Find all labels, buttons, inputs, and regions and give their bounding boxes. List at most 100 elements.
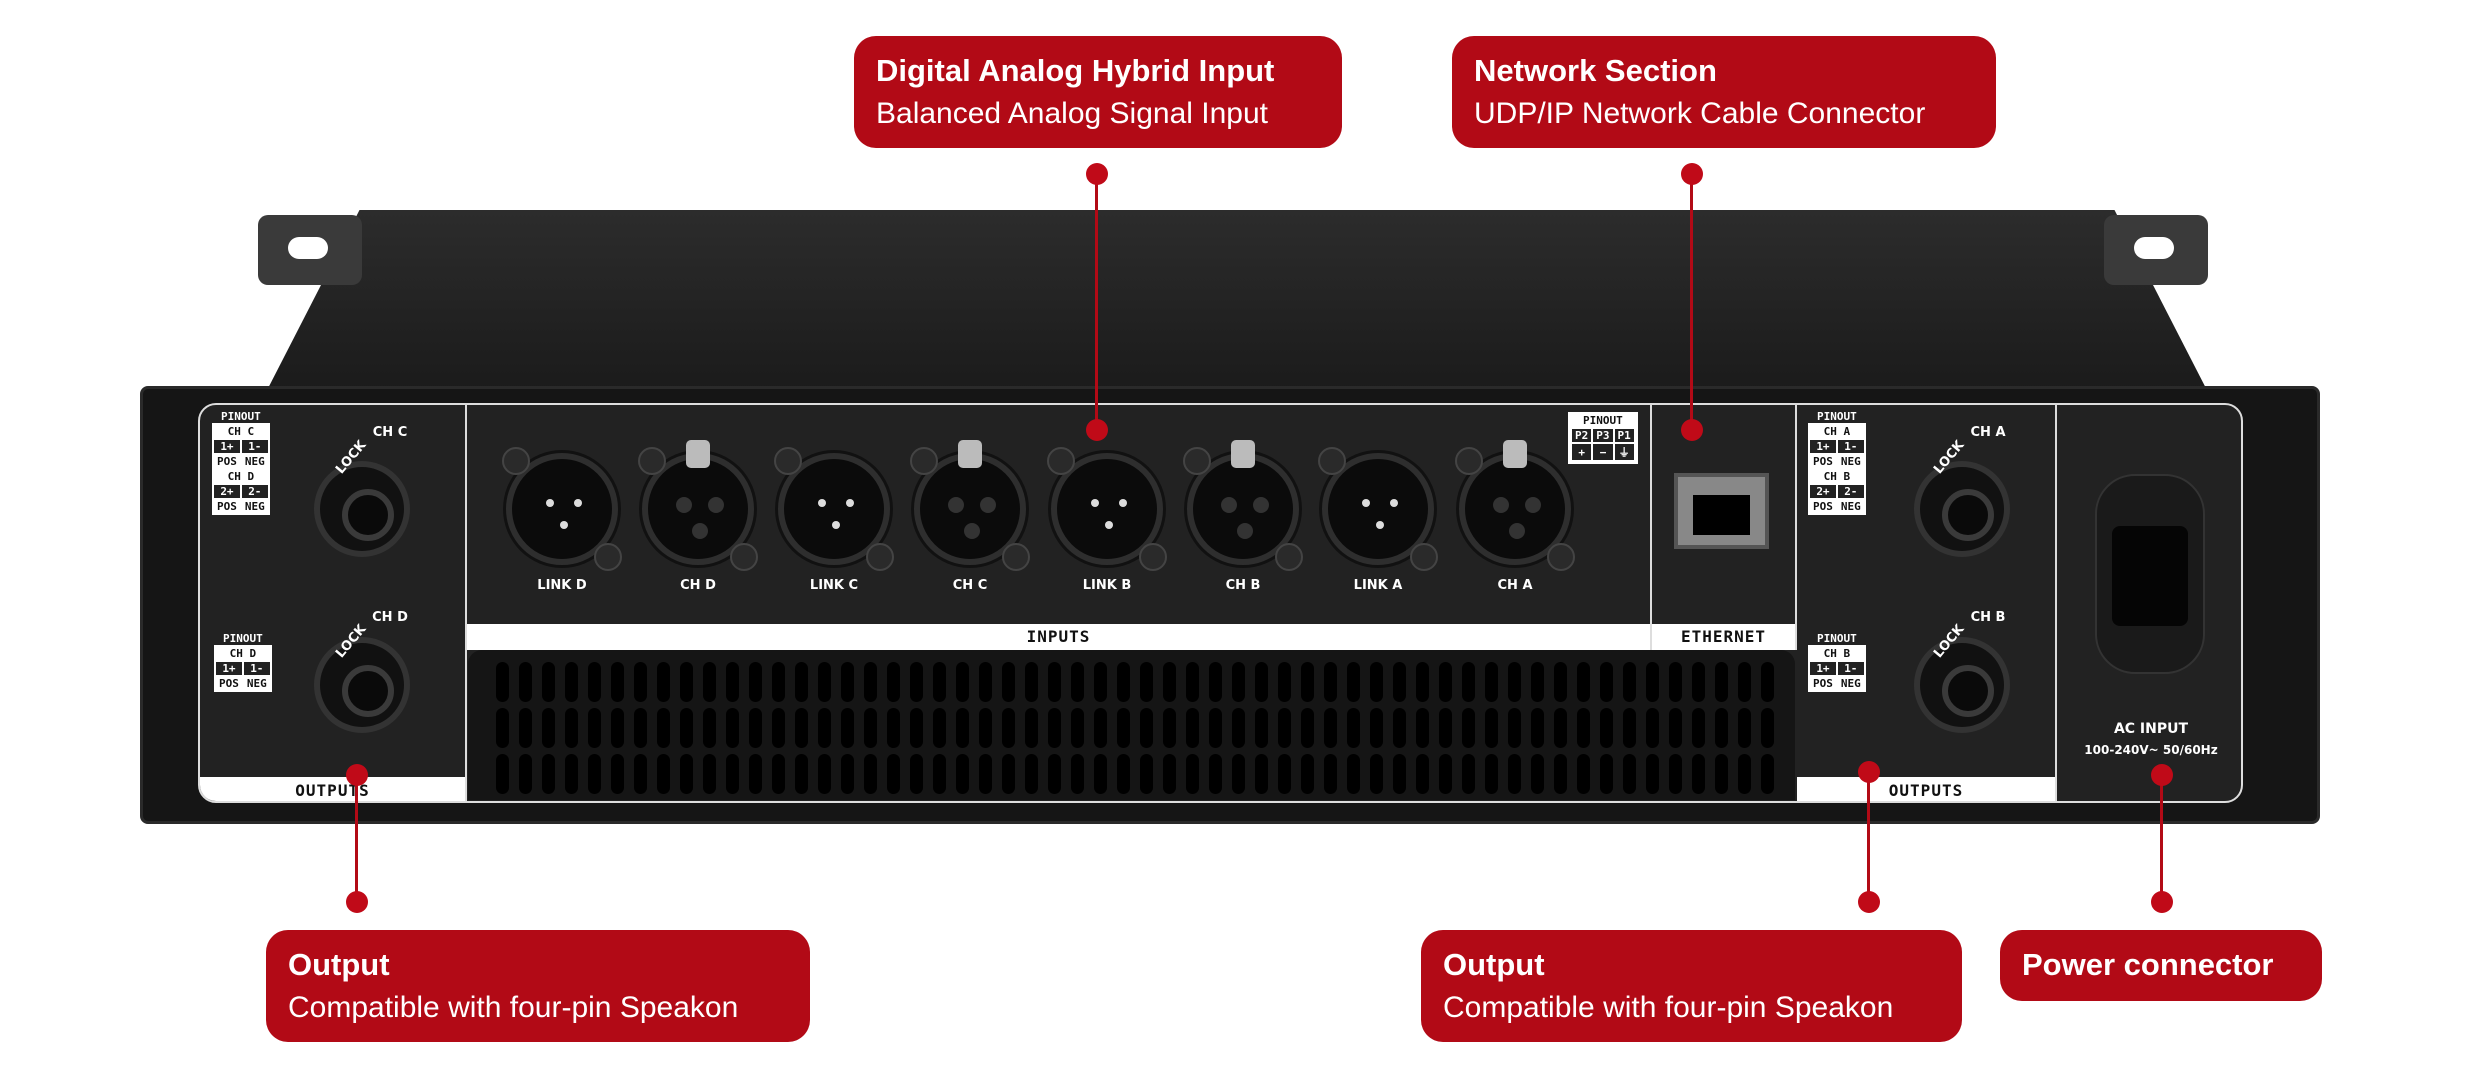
vent-slot [956, 754, 969, 794]
vent-slot [519, 662, 532, 702]
leader-line [1867, 772, 1870, 902]
vent-slot [1140, 754, 1153, 794]
vent-slot [1370, 708, 1383, 748]
vent-slot [634, 708, 647, 748]
vent-slot [1071, 662, 1084, 702]
vent-slot [1002, 662, 1015, 702]
pin-ch: CH D [212, 468, 270, 485]
pin-cell: NEG [1835, 453, 1866, 470]
callout-output-left: Output Compatible with four-pin Speakon [266, 930, 810, 1043]
vent-slot [1186, 662, 1199, 702]
vent-slot [1393, 662, 1406, 702]
latch-button[interactable] [1231, 440, 1255, 468]
xlr-pin [1091, 499, 1099, 507]
callout-network: Network Section UDP/IP Network Cable Con… [1452, 36, 1996, 149]
inputs-section: INPUTS [467, 405, 1652, 650]
vent-slot [519, 708, 532, 748]
pin-cell: 1+ [212, 438, 242, 455]
vent-slot [1646, 708, 1659, 748]
latch-button[interactable] [958, 440, 982, 468]
vent-slot [1738, 708, 1751, 748]
vent-slot [1324, 662, 1337, 702]
vent-slot [1209, 662, 1222, 702]
speakon-label: CH D [372, 610, 408, 625]
callout-output-right: Output Compatible with four-pin Speakon [1421, 930, 1962, 1043]
pin-cell: 1- [239, 438, 270, 455]
vent-slot [1761, 708, 1774, 748]
screw-icon [1547, 543, 1575, 571]
vent-slot [1347, 754, 1360, 794]
pin-ch: CH D [214, 645, 272, 662]
pin-cell: 2+ [1808, 483, 1838, 500]
vent-slot [1117, 754, 1130, 794]
vent-slot [1094, 662, 1107, 702]
pin-cell: 2- [1835, 483, 1866, 500]
pin-cell: + [1569, 442, 1594, 462]
vent-slot [657, 662, 670, 702]
vent-slot [1163, 662, 1176, 702]
callout-subtitle: Compatible with four-pin Speakon [288, 990, 739, 1024]
vent-slot [979, 662, 992, 702]
ethernet-port[interactable] [1674, 473, 1769, 549]
vent-slot [1761, 754, 1774, 794]
speakon-ch-b[interactable] [1914, 637, 2010, 733]
callout-input: Digital Analog Hybrid Input Balanced Ana… [854, 36, 1342, 149]
vent-slot [1508, 754, 1521, 794]
vent-slot [542, 662, 555, 702]
vent-slot [726, 708, 739, 748]
vent-slot [772, 754, 785, 794]
vent-slot [1439, 662, 1452, 702]
xlr-pin [818, 499, 826, 507]
vent-slot [1393, 754, 1406, 794]
vent-slot [1278, 662, 1291, 702]
screw-icon [866, 543, 894, 571]
vent-slot [1117, 708, 1130, 748]
xlr-pin [1105, 521, 1113, 529]
vent-slot [1623, 708, 1636, 748]
screw-icon [730, 543, 758, 571]
speakon-ch-c[interactable] [314, 461, 410, 557]
screw-icon [1047, 447, 1075, 475]
vent-slot [933, 754, 946, 794]
pin-cell: 1+ [1808, 438, 1838, 455]
vent-slot [1255, 708, 1268, 748]
vent-slot [657, 708, 670, 748]
vent-slot [910, 754, 923, 794]
xlr-pin [1237, 523, 1253, 539]
vent-slot [887, 708, 900, 748]
vent-slot [795, 754, 808, 794]
vent-slot [611, 662, 624, 702]
screw-icon [502, 447, 530, 475]
iec-power-inlet[interactable] [2095, 474, 2205, 674]
vent-slot [680, 708, 693, 748]
vent-slot [887, 662, 900, 702]
xlr-pin [676, 497, 692, 513]
vent-slot [1669, 662, 1682, 702]
vent-slot [795, 662, 808, 702]
leader-dot [1681, 163, 1703, 185]
chassis-top [262, 210, 2212, 400]
vent-slot [496, 662, 509, 702]
vent-slot [1715, 754, 1728, 794]
pin-cell: POS [1808, 675, 1838, 692]
callout-title: Output [288, 947, 390, 982]
speakon-ch-a[interactable] [1914, 461, 2010, 557]
vent-slot [1048, 754, 1061, 794]
latch-button[interactable] [1503, 440, 1527, 468]
vent-slot [703, 662, 716, 702]
vent-slot [1531, 754, 1544, 794]
vent-slot [1278, 754, 1291, 794]
vent-slot [1554, 708, 1567, 748]
speakon-ch-d[interactable] [314, 637, 410, 733]
outputs-right-section: OUTPUTS [1797, 405, 2057, 801]
vent-slot [933, 662, 946, 702]
vent-slot [496, 754, 509, 794]
vent-slot [565, 754, 578, 794]
screw-icon [1139, 543, 1167, 571]
vent-slot [841, 662, 854, 702]
rack-ear-right [2104, 215, 2208, 285]
latch-button[interactable] [686, 440, 710, 468]
vent-slot [1393, 708, 1406, 748]
outputs-label: OUTPUTS [200, 777, 465, 801]
vent-slot [1531, 662, 1544, 702]
